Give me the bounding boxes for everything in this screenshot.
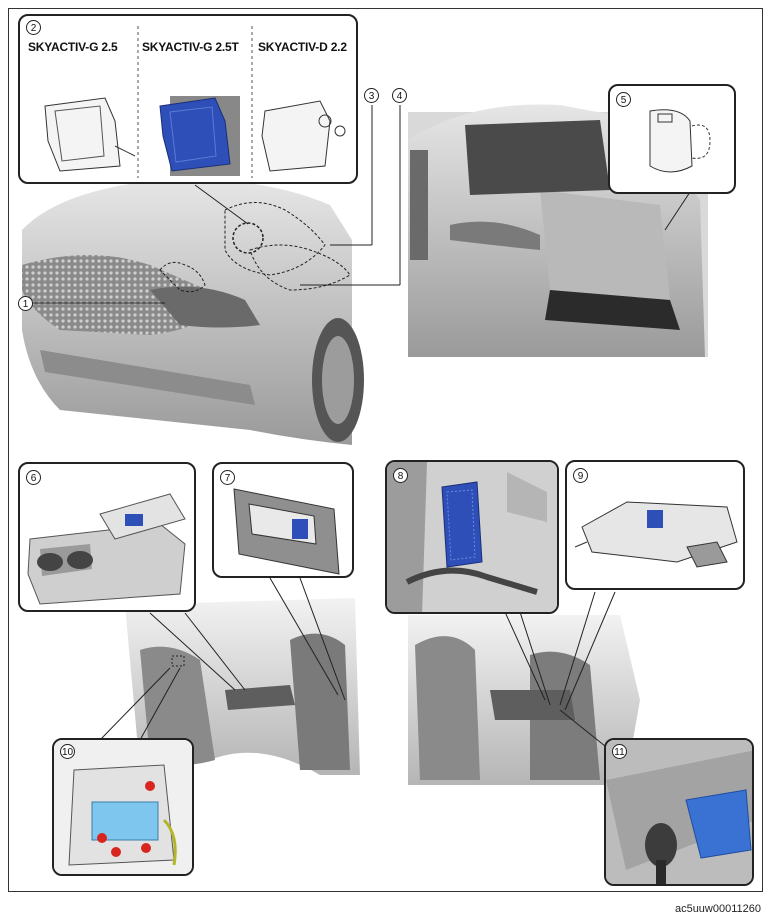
callout-9: 9 — [573, 468, 588, 483]
callout-8: 8 — [393, 468, 408, 483]
callout-11: 11 — [612, 744, 627, 759]
callout-4: 4 — [392, 88, 407, 103]
detail-panel-8: 8 — [385, 460, 559, 614]
shifter-area-artwork — [606, 740, 752, 884]
callout-2: 2 — [26, 20, 41, 35]
bracket-module-artwork — [574, 501, 738, 568]
engine-variants-artwork — [44, 26, 346, 178]
detail-panel-7: 7 — [212, 462, 354, 578]
glovebox-artwork — [233, 488, 340, 575]
underseat-module-artwork — [54, 740, 192, 874]
console-artwork — [27, 493, 186, 605]
detail-panel-10: 10 — [52, 738, 194, 876]
callout-5: 5 — [616, 92, 631, 107]
car-rear-illustration — [408, 104, 708, 357]
detail-panel-5: 5 — [608, 84, 736, 194]
interior-right-illustration — [408, 615, 640, 785]
callout-6: 6 — [26, 470, 41, 485]
pillar-junction-artwork — [387, 462, 557, 612]
variant-label-g25: SKYACTIV-G 2.5 — [28, 40, 118, 54]
car-front-illustration — [22, 179, 364, 446]
variant-label-d22: SKYACTIV-D 2.2 — [258, 40, 347, 54]
callout-3: 3 — [364, 88, 379, 103]
detail-panel-2: 2 SKYACTIV-G 2.5 SKYACTIV-G 2.5T SKYACTI… — [18, 14, 358, 184]
detail-panel-9: 9 — [565, 460, 745, 590]
figure-code: ac5uuw00011260 — [674, 903, 761, 915]
detail-panel-11: 11 — [604, 738, 754, 886]
callout-7: 7 — [220, 470, 235, 485]
callout-10: 10 — [60, 744, 75, 759]
detail-panel-6: 6 — [18, 462, 196, 612]
variant-label-g25t: SKYACTIV-G 2.5T — [142, 40, 239, 54]
callout-1: 1 — [18, 296, 33, 311]
liftgate-module-artwork — [649, 109, 711, 173]
